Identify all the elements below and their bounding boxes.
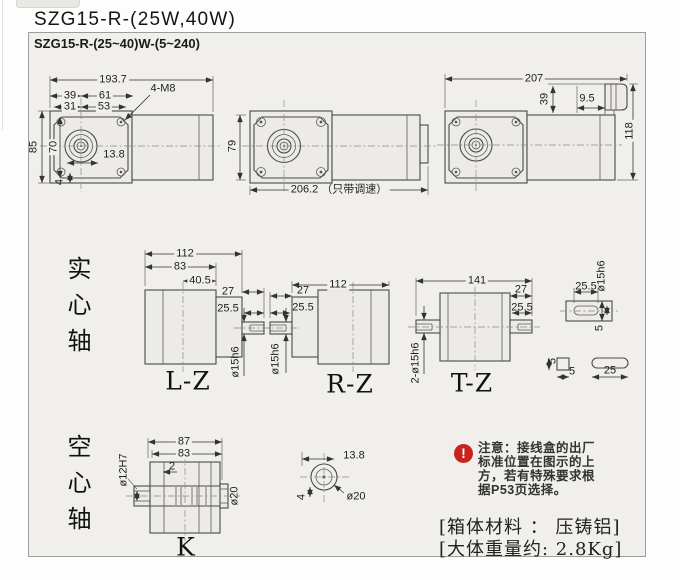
- warning-icon: !: [454, 444, 473, 463]
- key-section-h-5: 5: [546, 357, 559, 365]
- dim-39: 39: [61, 89, 79, 102]
- dim-4: 4: [53, 178, 66, 186]
- lz-view-linework: [144, 250, 272, 376]
- shaft-end-13-8: 13.8: [343, 449, 365, 462]
- warning-line-1: 注意：接线盒的出厂: [478, 441, 596, 455]
- dim-rear-118: 118: [623, 120, 636, 142]
- tz-view-linework: [408, 278, 540, 374]
- tab-remnant: [16, 0, 80, 8]
- key-detail-linework: [546, 288, 629, 380]
- k-hub-dia: ø20: [228, 486, 241, 506]
- rz-view-label: R-Z: [326, 369, 374, 399]
- warning-line-2: 标准位置在图示的上: [478, 455, 596, 469]
- lz-dim-83: 83: [171, 260, 189, 273]
- lz-dim-25-5: 25.5: [217, 302, 239, 315]
- hollow-shaft-label: 空心轴: [63, 434, 91, 542]
- tz-dim-141: 141: [465, 274, 489, 287]
- k-view-label: K: [176, 532, 196, 562]
- page-title: SZG15-R-(25W,40W): [34, 9, 236, 30]
- k-dim-83: 83: [175, 447, 193, 460]
- key-section-w-5: 5: [568, 365, 576, 378]
- dim-31: 31: [61, 100, 79, 113]
- tz-shaft-dia: 2-ø15h6: [409, 342, 422, 384]
- tz-dim-27: 27: [514, 283, 528, 296]
- warning-note: 注意：接线盒的出厂 标准位置在图示的上 方，若有特殊要求根 据P53页选择。: [478, 441, 595, 497]
- dim-85: 85: [27, 140, 40, 154]
- rz-dim-25-5: 25.5: [292, 301, 314, 314]
- dim-total-length: 193.7: [97, 73, 129, 86]
- tz-dim-25-5: 25.5: [511, 301, 533, 314]
- warning-line-3: 方，若有特殊要求根: [478, 469, 596, 483]
- k-bore-dia: ø12H7: [117, 453, 130, 487]
- k-dim-87: 87: [175, 435, 193, 448]
- shaft-end-4: 4: [295, 493, 308, 501]
- dim-61: 61: [96, 89, 114, 102]
- material-spec: [箱体材料 ： 压铸铝]: [439, 517, 621, 538]
- key-dim-25-5: 25.5: [575, 280, 597, 293]
- lz-shaft-dia: ø15h6: [229, 346, 242, 378]
- bolt-callout: 4-M8: [150, 82, 176, 95]
- page-edge-line: [2, 0, 3, 130]
- dim-70: 70: [47, 138, 60, 156]
- dim-rear-39: 39: [538, 92, 551, 106]
- rz-view-linework: [262, 281, 390, 373]
- dim-side-total-length: 206.2 （只带调速）: [288, 183, 390, 196]
- key-length-25: 25: [603, 364, 617, 377]
- weight-spec: [大体重量约: 2.8Kg]: [439, 539, 623, 560]
- dim-13-8: 13.8: [103, 148, 125, 161]
- dim-rear-total: 207: [522, 72, 546, 85]
- rz-dim-112: 112: [327, 278, 349, 291]
- dim-79: 79: [226, 139, 239, 153]
- rz-dim-27: 27: [296, 284, 310, 297]
- key-width-5: 5: [593, 324, 606, 332]
- solid-shaft-label: 实心轴: [63, 256, 91, 364]
- lz-dim-112: 112: [174, 247, 196, 260]
- lz-dim-40-5: 40.5: [187, 274, 213, 287]
- tz-view-label: T-Z: [450, 368, 494, 398]
- rear-view-linework: [437, 74, 638, 192]
- k-view-linework: [126, 438, 240, 541]
- rz-shaft-dia: ø15h6: [269, 343, 282, 375]
- key-shaft-dia: ø15h6: [595, 260, 608, 292]
- k-dim-2: 2: [168, 460, 176, 473]
- shaft-end-dia-20: ø20: [346, 490, 366, 503]
- warning-line-4: 据P53页选择。: [478, 483, 567, 497]
- shaft-end-detail-linework: [300, 452, 350, 503]
- lz-dim-27: 27: [221, 285, 235, 298]
- dim-53: 53: [95, 100, 113, 113]
- dim-rear-9-5: 9.5: [579, 92, 595, 105]
- model-subtitle: SZG15-R-(25~40)W-(5~240): [34, 36, 200, 51]
- side-view-linework: [236, 100, 436, 195]
- lz-view-label: L-Z: [165, 366, 211, 396]
